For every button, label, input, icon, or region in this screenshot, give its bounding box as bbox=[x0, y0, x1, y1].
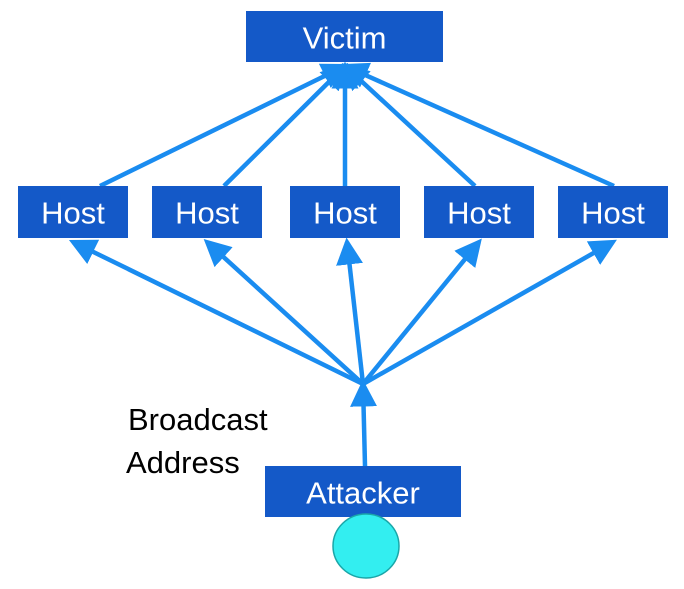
host-label: Host bbox=[41, 196, 105, 231]
host-label: Host bbox=[313, 196, 377, 231]
broadcast-label-line2: Address bbox=[126, 445, 240, 480]
broadcast-label-line1: Broadcast bbox=[128, 402, 268, 437]
edge-host-5-to-victim bbox=[340, 62, 615, 189]
edge-broadcast-hub-to-host-5 bbox=[361, 239, 617, 386]
attacker-circle-icon bbox=[332, 513, 400, 579]
edge-attacker-to-broadcast-hub bbox=[350, 379, 378, 467]
host-box bbox=[290, 186, 400, 238]
edge-broadcast-hub-to-host-3 bbox=[336, 237, 366, 385]
edge-host-2-to-victim bbox=[222, 62, 349, 188]
victim-node: Victim bbox=[246, 11, 443, 62]
host-node-2: Host bbox=[152, 186, 262, 238]
host-label: Host bbox=[581, 196, 645, 231]
victim-box bbox=[246, 11, 443, 62]
host-node-3: Host bbox=[290, 186, 400, 238]
host-label: Host bbox=[447, 196, 511, 231]
edges-layer bbox=[68, 61, 617, 467]
host-node-4: Host bbox=[424, 186, 534, 238]
host-node-1: Host bbox=[18, 186, 128, 238]
edge-broadcast-hub-to-host-4 bbox=[361, 238, 482, 386]
edge-host-1-to-victim bbox=[99, 63, 350, 189]
host-label: Host bbox=[175, 196, 239, 231]
edge-host-4-to-victim bbox=[341, 62, 477, 188]
host-node-5: Host bbox=[558, 186, 668, 238]
attacker-node: Attacker bbox=[265, 466, 461, 517]
host-box bbox=[424, 186, 534, 238]
host-box bbox=[152, 186, 262, 238]
host-box bbox=[18, 186, 128, 238]
edge-broadcast-hub-to-host-2 bbox=[203, 238, 365, 386]
victim-label: Victim bbox=[303, 21, 387, 56]
attacker-label: Attacker bbox=[306, 476, 420, 511]
edge-broadcast-hub-to-host-1 bbox=[68, 239, 364, 387]
host-box bbox=[558, 186, 668, 238]
attacker-box bbox=[265, 466, 461, 517]
